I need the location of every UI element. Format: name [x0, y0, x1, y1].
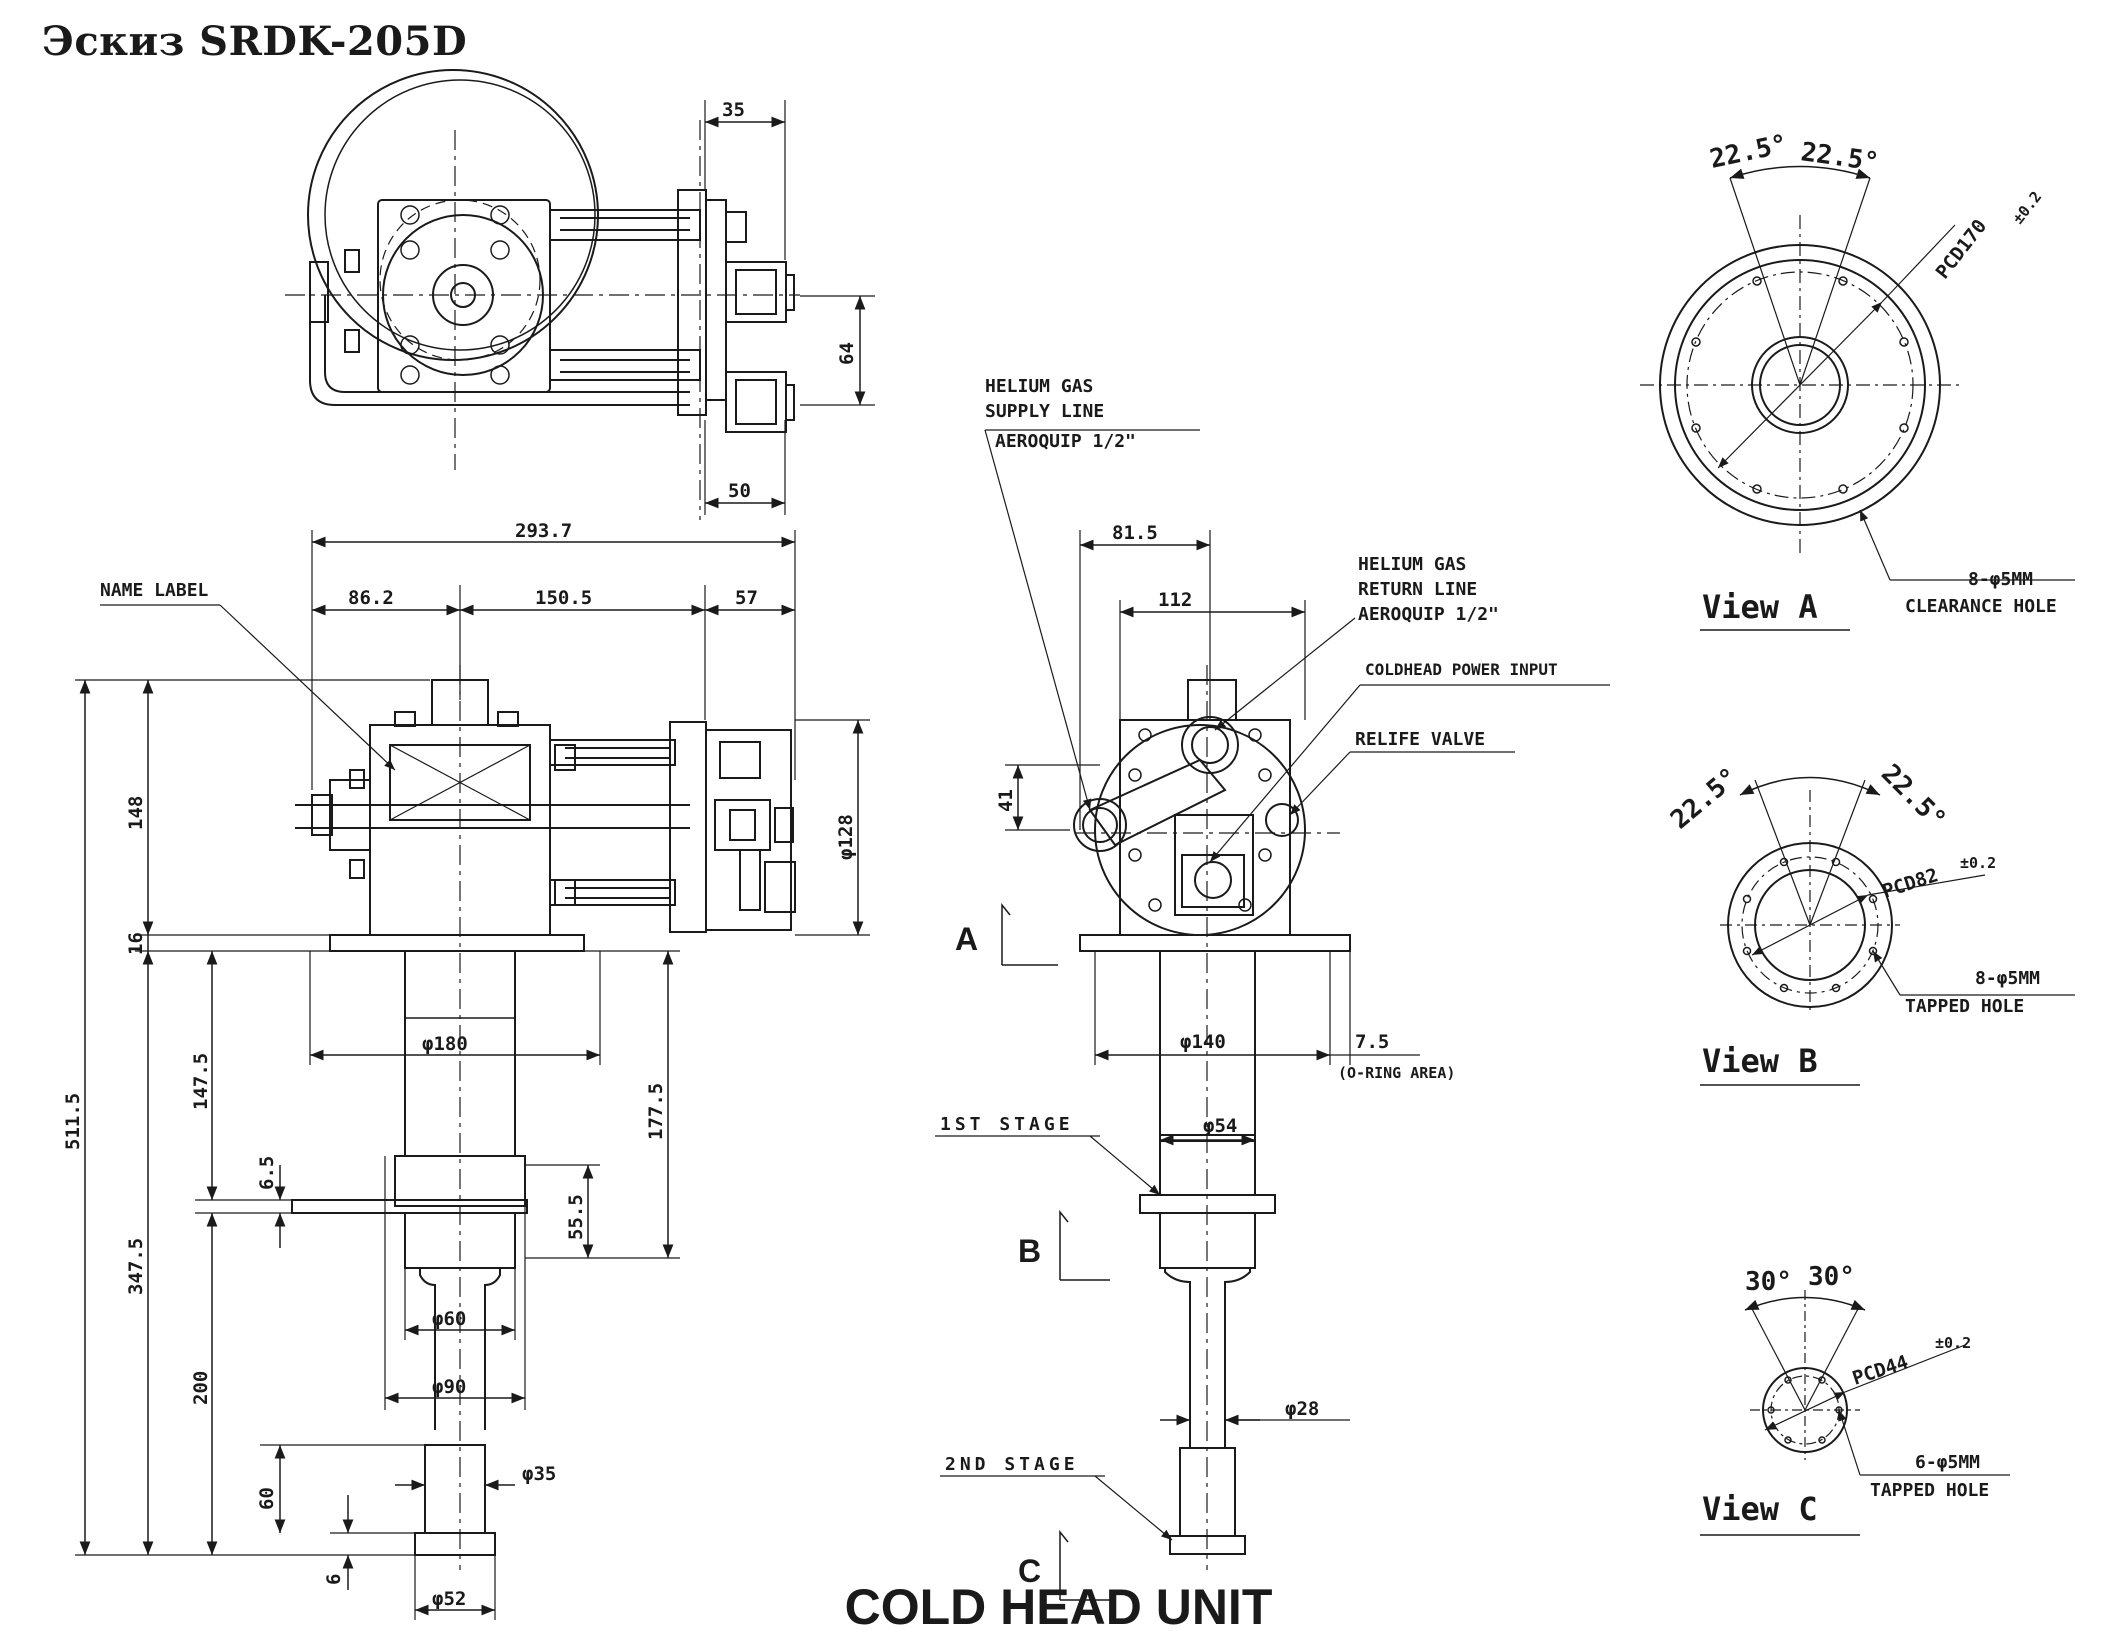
view-c-tol: ±0.2 — [1935, 1334, 1971, 1352]
view-a-angle-right: 22.5° — [1799, 137, 1881, 178]
dim-200: 200 — [190, 1371, 212, 1405]
supply-line-1: HELIUM GAS — [985, 376, 1093, 397]
dim-41: 41 — [995, 789, 1017, 812]
first-stage-label: 1ST STAGE — [940, 1114, 1074, 1135]
view-a-pcd: PCD170 — [1932, 215, 1992, 283]
second-stage-label: 2ND STAGE — [945, 1454, 1079, 1475]
return-line-3: AEROQUIP 1/2" — [1358, 604, 1499, 625]
top-view — [285, 69, 875, 520]
view-a-tol: ±0.2 — [2009, 188, 2045, 228]
dim-phi180: φ180 — [422, 1033, 468, 1055]
view-c-angle-right: 30° — [1808, 1262, 1855, 1292]
front-view — [935, 429, 1610, 1601]
view-c-holes-spec: 6-φ5MM — [1915, 1452, 1980, 1473]
dim-150-5: 150.5 — [535, 587, 592, 609]
dim-phi52: φ52 — [432, 1588, 466, 1610]
section-mark-b: B — [1018, 1233, 1041, 1269]
view-b-tol: ±0.2 — [1960, 854, 1996, 872]
view-b-angle-right: 22.5° — [1875, 759, 1952, 836]
dim-6-5: 6.5 — [256, 1156, 278, 1190]
section-mark-c: C — [1018, 1553, 1041, 1589]
view-c-angle-left: 30° — [1745, 1267, 1792, 1297]
view-a-label: View A — [1702, 588, 1818, 626]
dim-phi28: φ28 — [1285, 1398, 1319, 1420]
dim-55-5: 55.5 — [565, 1194, 587, 1240]
dim-phi60: φ60 — [432, 1308, 466, 1330]
dim-112: 112 — [1158, 589, 1192, 611]
return-line-2: RETURN LINE — [1358, 579, 1477, 600]
view-a-figure — [1640, 165, 2075, 631]
dim-60: 60 — [256, 1487, 278, 1510]
dim-57: 57 — [735, 587, 758, 609]
top-bolt-heads — [400, 205, 510, 385]
view-b-angle-left: 22.5° — [1665, 762, 1744, 835]
front-bolt-heads — [1128, 728, 1272, 912]
dim-50: 50 — [728, 480, 751, 502]
dim-177-5: 177.5 — [645, 1083, 667, 1140]
power-input-callout: COLDHEAD POWER INPUT — [1365, 660, 1558, 679]
view-b-holes-spec: 8-φ5MM — [1975, 968, 2040, 989]
dim-phi54: φ54 — [1203, 1115, 1237, 1137]
section-mark-a: A — [955, 921, 978, 957]
dim-86-2: 86.2 — [348, 587, 394, 609]
drawing-footer-title: COLD HEAD UNIT — [844, 1579, 1273, 1635]
dim-16: 16 — [125, 932, 147, 955]
view-b-label: View B — [1702, 1042, 1818, 1080]
view-c-hole-type: TAPPED HOLE — [1870, 1480, 1989, 1501]
dim-81-5: 81.5 — [1112, 522, 1158, 544]
dim-phi128: φ128 — [835, 814, 857, 860]
view-c-label: View C — [1702, 1490, 1818, 1528]
view-b-figure — [1700, 776, 2075, 1086]
view-a-hole-type: CLEARANCE HOLE — [1905, 596, 2057, 617]
return-line-1: HELIUM GAS — [1358, 554, 1466, 575]
view-b-hole-type: TAPPED HOLE — [1905, 996, 2024, 1017]
view-c-pcd: PCD44 — [1850, 1351, 1911, 1390]
view-b-holes — [1742, 857, 1878, 993]
view-b-pcd: PCD82 — [1880, 864, 1941, 903]
dim-148: 148 — [125, 796, 147, 830]
view-a-holes — [1691, 276, 1909, 494]
dim-phi140: φ140 — [1180, 1031, 1226, 1053]
supply-line-3: AEROQUIP 1/2" — [995, 431, 1136, 452]
name-label-callout: NAME LABEL — [100, 580, 209, 601]
dim-phi90: φ90 — [432, 1376, 466, 1398]
dim-511-5: 511.5 — [62, 1093, 84, 1150]
dim-147-5: 147.5 — [190, 1053, 212, 1110]
view-a-holes-spec: 8-φ5MM — [1968, 569, 2033, 590]
relief-valve-callout: RELIFE VALVE — [1355, 729, 1485, 750]
dim-7-5: 7.5 — [1355, 1031, 1389, 1053]
dim-35: 35 — [722, 99, 745, 121]
supply-line-2: SUPPLY LINE — [985, 401, 1104, 422]
dim-6: 6 — [323, 1574, 345, 1585]
drawing-title: Эскиз SRDK-205D — [42, 18, 468, 65]
oring-area-note: (O-RING AREA) — [1338, 1064, 1455, 1082]
view-c-figure — [1700, 1290, 2010, 1536]
dim-phi35: φ35 — [522, 1463, 556, 1485]
dim-293-7: 293.7 — [515, 520, 572, 542]
side-view — [75, 530, 870, 1620]
dim-64: 64 — [836, 342, 858, 365]
dim-347-5: 347.5 — [125, 1238, 147, 1295]
